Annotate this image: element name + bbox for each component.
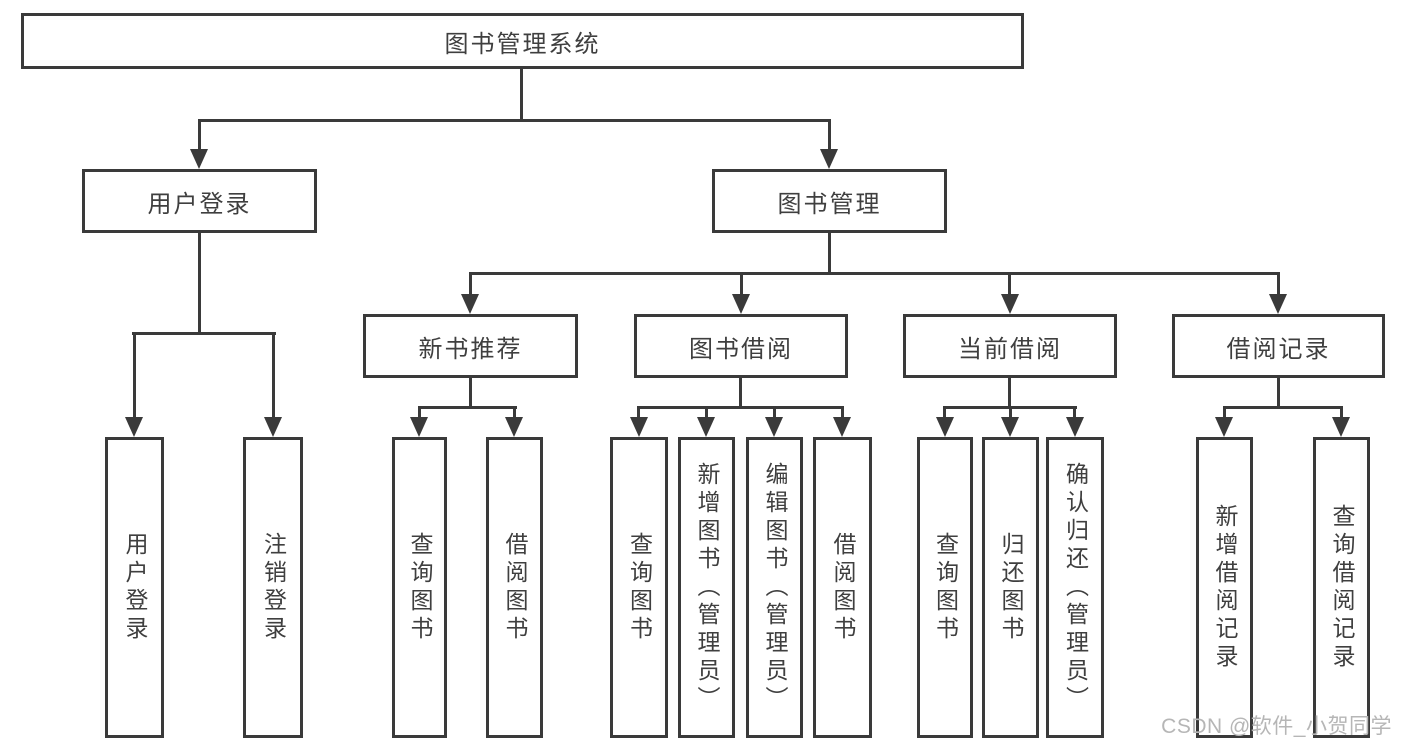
leaf-label: 查询图书 xyxy=(626,531,653,644)
arrow-down-icon xyxy=(732,294,750,314)
arrow-down-icon xyxy=(820,149,838,169)
arrow-down-icon xyxy=(1001,417,1019,437)
leaf-return-books: 归还图书 xyxy=(982,437,1039,738)
connector-line xyxy=(198,119,201,153)
connector-line xyxy=(418,406,517,409)
leaf-edit-books-admin: 编辑图书（管理员） xyxy=(746,437,803,738)
connector-line xyxy=(198,232,201,334)
connector-line xyxy=(272,332,275,418)
connector-line xyxy=(133,332,136,418)
leaf-label: 借阅图书 xyxy=(502,531,528,644)
connector-line xyxy=(841,406,844,418)
connector-line xyxy=(1008,272,1011,296)
connector-line xyxy=(828,119,831,153)
arrow-down-icon xyxy=(1269,294,1287,314)
leaf-label: 新增图书（管理员） xyxy=(694,461,720,714)
connector-line xyxy=(637,406,640,418)
node-new-book-recommend: 新书推荐 xyxy=(363,314,578,378)
connector-line xyxy=(1223,406,1226,418)
arrow-down-icon xyxy=(1001,294,1019,314)
connector-line xyxy=(1073,406,1076,418)
leaf-query-books: 查询图书 xyxy=(610,437,668,738)
arrow-down-icon xyxy=(936,417,954,437)
leaf-add-borrow-record: 新增借阅记录 xyxy=(1196,437,1253,738)
arrow-down-icon xyxy=(765,417,783,437)
arrow-down-icon xyxy=(1332,417,1350,437)
connector-line xyxy=(1008,377,1011,408)
connector-line xyxy=(705,406,708,418)
connector-line xyxy=(469,272,1280,275)
leaf-query-books: 查询图书 xyxy=(392,437,447,738)
connector-line xyxy=(513,406,516,418)
arrow-down-icon xyxy=(697,417,715,437)
leaf-borrow-books: 借阅图书 xyxy=(486,437,543,738)
arrow-down-icon xyxy=(125,417,143,437)
node-current-borrowing: 当前借阅 xyxy=(903,314,1117,378)
connector-line xyxy=(740,272,743,296)
connector-line xyxy=(418,406,421,418)
leaf-confirm-return-admin: 确认归还（管理员） xyxy=(1046,437,1104,738)
node-borrowing-records: 借阅记录 xyxy=(1172,314,1385,378)
leaf-add-books-admin: 新增图书（管理员） xyxy=(678,437,735,738)
arrow-down-icon xyxy=(630,417,648,437)
leaf-label: 用户登录 xyxy=(122,531,148,644)
connector-line xyxy=(1277,272,1280,296)
connector-line xyxy=(637,406,844,409)
leaf-borrow-books: 借阅图书 xyxy=(813,437,872,738)
csdn-watermark: CSDN @软件_小贺同学 xyxy=(1161,715,1392,738)
connector-line xyxy=(828,232,831,275)
arrow-down-icon xyxy=(410,417,428,437)
node-book-management: 图书管理 xyxy=(712,169,947,233)
arrow-down-icon xyxy=(833,417,851,437)
leaf-label: 查询借阅记录 xyxy=(1329,503,1355,672)
arrow-down-icon xyxy=(264,417,282,437)
arrow-down-icon xyxy=(461,294,479,314)
leaf-query-borrow-record: 查询借阅记录 xyxy=(1313,437,1370,738)
leaf-logout: 注销登录 xyxy=(243,437,303,738)
leaf-label: 编辑图书（管理员） xyxy=(762,461,788,714)
leaf-label: 借阅图书 xyxy=(830,531,856,644)
leaf-label: 归还图书 xyxy=(998,531,1024,644)
leaf-query-books: 查询图书 xyxy=(917,437,973,738)
connector-line xyxy=(773,406,776,418)
connector-line xyxy=(739,377,742,408)
node-user-login: 用户登录 xyxy=(82,169,317,233)
arrow-down-icon xyxy=(1215,417,1233,437)
connector-line xyxy=(1340,406,1343,418)
leaf-label: 查询图书 xyxy=(932,531,959,644)
arrow-down-icon xyxy=(1066,417,1084,437)
node-book-borrowing: 图书借阅 xyxy=(634,314,848,378)
leaf-label: 新增借阅记录 xyxy=(1212,503,1238,672)
connector-line xyxy=(520,68,523,120)
connector-line xyxy=(1277,377,1280,408)
connector-line xyxy=(1223,406,1343,409)
leaf-label: 确认归还（管理员） xyxy=(1062,461,1089,714)
connector-line xyxy=(469,377,472,408)
node-root-library-system: 图书管理系统 xyxy=(21,13,1024,69)
connector-line xyxy=(132,332,276,335)
arrow-down-icon xyxy=(505,417,523,437)
leaf-user-login: 用户登录 xyxy=(105,437,164,738)
connector-line xyxy=(469,272,472,296)
leaf-label: 注销登录 xyxy=(260,531,287,644)
arrow-down-icon xyxy=(190,149,208,169)
connector-line xyxy=(198,119,831,122)
connector-line xyxy=(943,406,946,418)
connector-line xyxy=(1009,406,1012,418)
leaf-label: 查询图书 xyxy=(407,531,433,644)
